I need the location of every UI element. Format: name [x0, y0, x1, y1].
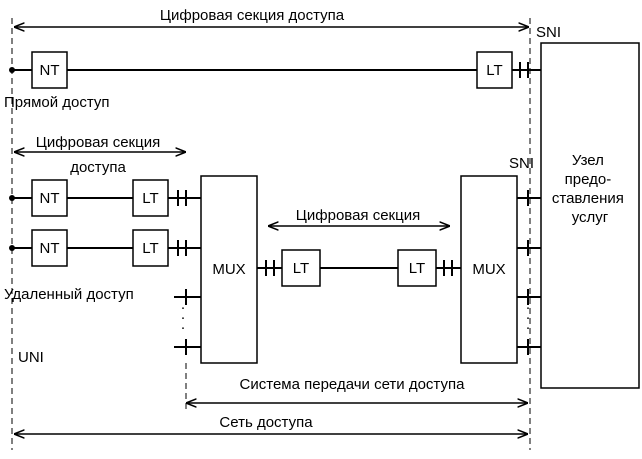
digital-section-access-top-label: Цифровая секция доступа — [160, 7, 345, 24]
lt-row2-label: LT — [142, 240, 158, 257]
ellipsis-right: · — [526, 299, 531, 316]
lt-block-row2 — [132, 229, 169, 267]
nt-block-row2 — [31, 229, 68, 267]
ellipsis-left: · — [181, 319, 186, 336]
sni-top-label: SNI — [536, 24, 561, 41]
digital-section-access-mid-label-2: доступа — [70, 159, 126, 176]
lt-block-direct — [476, 51, 513, 89]
ellipsis-right: · — [526, 309, 531, 326]
sni-mid-label: SNI — [509, 155, 534, 172]
lt-inner-right-label: LT — [409, 260, 425, 277]
mux-right-label: MUX — [472, 261, 505, 278]
ellipsis-left: · — [181, 299, 186, 316]
mux-block-left — [200, 175, 258, 364]
digital-section-inner-label: Цифровая секция — [296, 207, 420, 224]
lt-direct-label: LT — [486, 62, 502, 79]
remote-access-label: Удаленный доступ — [4, 286, 134, 303]
nt-direct-label: NT — [40, 62, 60, 79]
lt-block-inner-right — [397, 249, 437, 287]
lt-inner-left-label: LT — [293, 260, 309, 277]
lt-block-row1 — [132, 179, 169, 217]
lt-row1-label: LT — [142, 190, 158, 207]
mux-block-right — [460, 175, 518, 364]
ellipsis-left: · — [181, 309, 186, 326]
nt-row1-label: NT — [40, 190, 60, 207]
lt-block-inner-left — [281, 249, 321, 287]
ellipsis-right: · — [526, 319, 531, 336]
service-node-block — [540, 42, 640, 389]
uni-label: UNI — [18, 349, 44, 366]
service-node-label: Узел предо- ставления услуг — [552, 152, 628, 226]
nt-block-direct — [31, 51, 68, 89]
nt-row2-label: NT — [40, 240, 60, 257]
direct-access-label: Прямой доступ — [4, 94, 110, 111]
mux-left-label: MUX — [212, 261, 245, 278]
access-network-label: Сеть доступа — [219, 414, 313, 431]
digital-section-access-mid-label: Цифровая секция — [36, 134, 160, 151]
transport-system-label: Система передачи сети доступа — [240, 376, 466, 393]
